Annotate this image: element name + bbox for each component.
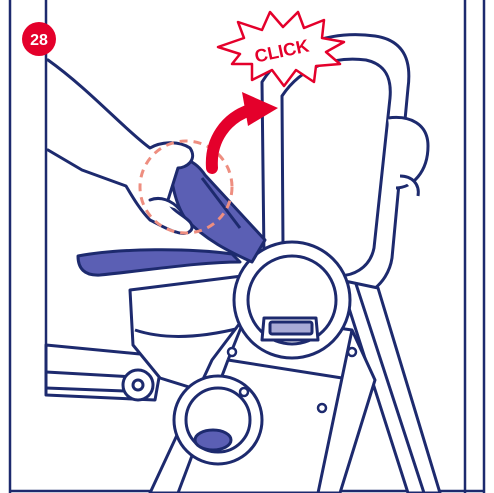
tray [78, 250, 240, 275]
hand-icon [48, 60, 193, 233]
tray-release-lever [170, 159, 265, 262]
hinge-hub-lower [174, 376, 262, 464]
step-badge: 28 [22, 22, 56, 56]
step-number: 28 [30, 32, 48, 49]
